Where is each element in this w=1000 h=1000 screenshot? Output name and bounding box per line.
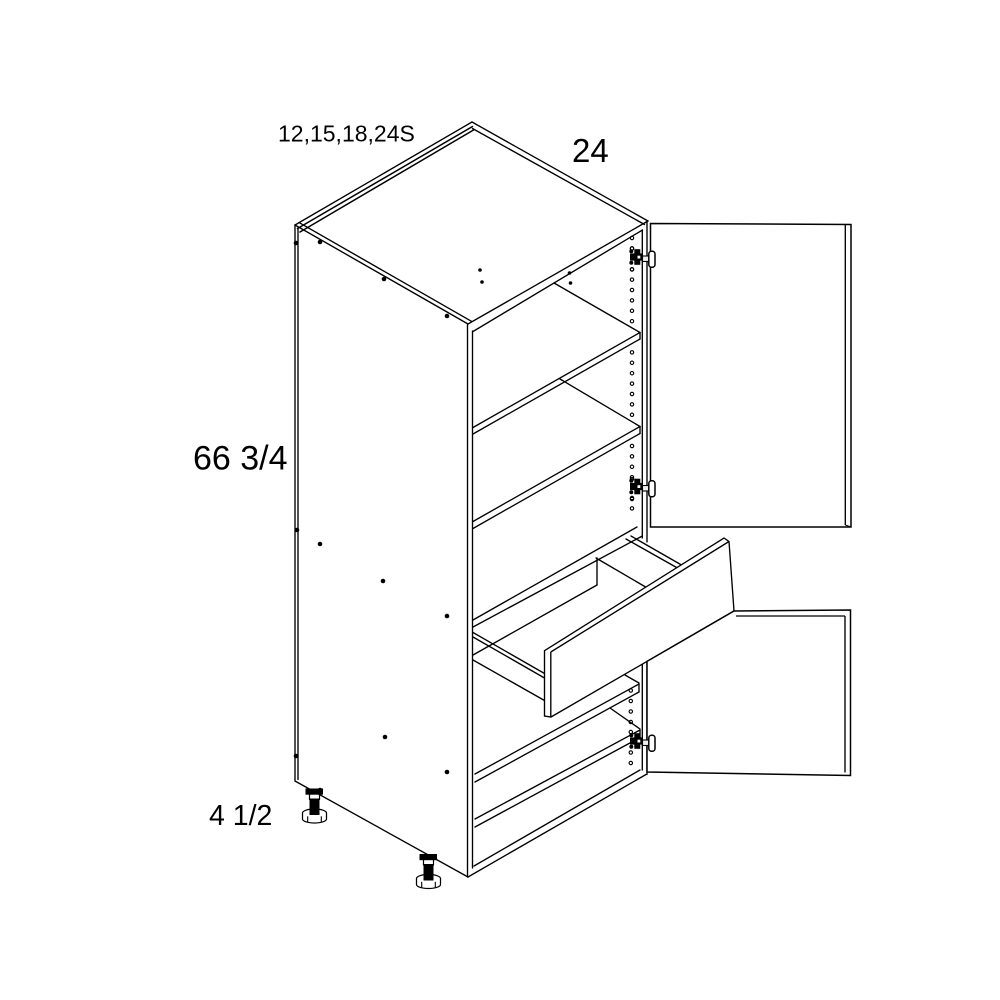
svg-text:66 3/4: 66 3/4 — [193, 440, 288, 478]
svg-text:4 1/2: 4 1/2 — [209, 800, 272, 832]
svg-text:12,15,18,24S: 12,15,18,24S — [278, 121, 415, 147]
svg-text:24: 24 — [572, 132, 609, 169]
